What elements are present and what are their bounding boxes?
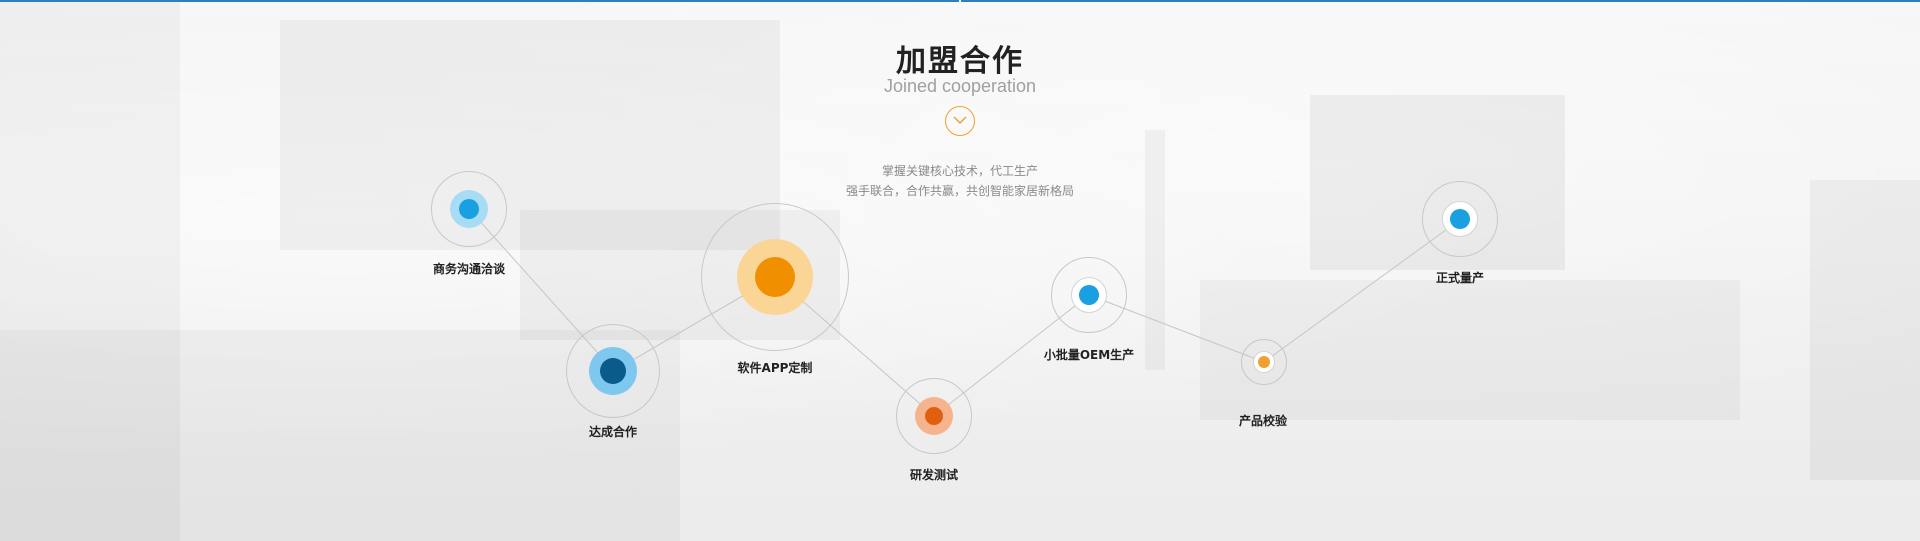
step-dot bbox=[1450, 209, 1470, 229]
step-label: 达成合作 bbox=[588, 425, 638, 439]
step-dot bbox=[925, 407, 943, 425]
top-accent-line bbox=[0, 0, 1920, 2]
step-dot bbox=[1258, 356, 1270, 368]
section-title: 加盟合作 bbox=[896, 44, 1024, 79]
step-label: 正式量产 bbox=[1435, 271, 1485, 285]
step-dot bbox=[600, 358, 626, 384]
step-dot bbox=[459, 199, 479, 219]
section-subtitle: Joined cooperation bbox=[883, 76, 1037, 96]
step-label: 软件APP定制 bbox=[737, 361, 813, 375]
chevron-down-icon[interactable] bbox=[945, 106, 975, 136]
step-dot bbox=[755, 257, 795, 297]
section-description-line2: 强手联合，合作共赢，共创智能家居新格局 bbox=[845, 184, 1074, 198]
step-label: 研发测试 bbox=[909, 468, 959, 482]
step-label: 产品校验 bbox=[1238, 414, 1288, 428]
section-description-line1: 掌握关键核心技术，代工生产 bbox=[881, 164, 1038, 178]
step-dot bbox=[1079, 285, 1099, 305]
step-label: 商务沟通洽谈 bbox=[432, 262, 506, 276]
step-label: 小批量OEM生产 bbox=[1043, 348, 1135, 362]
